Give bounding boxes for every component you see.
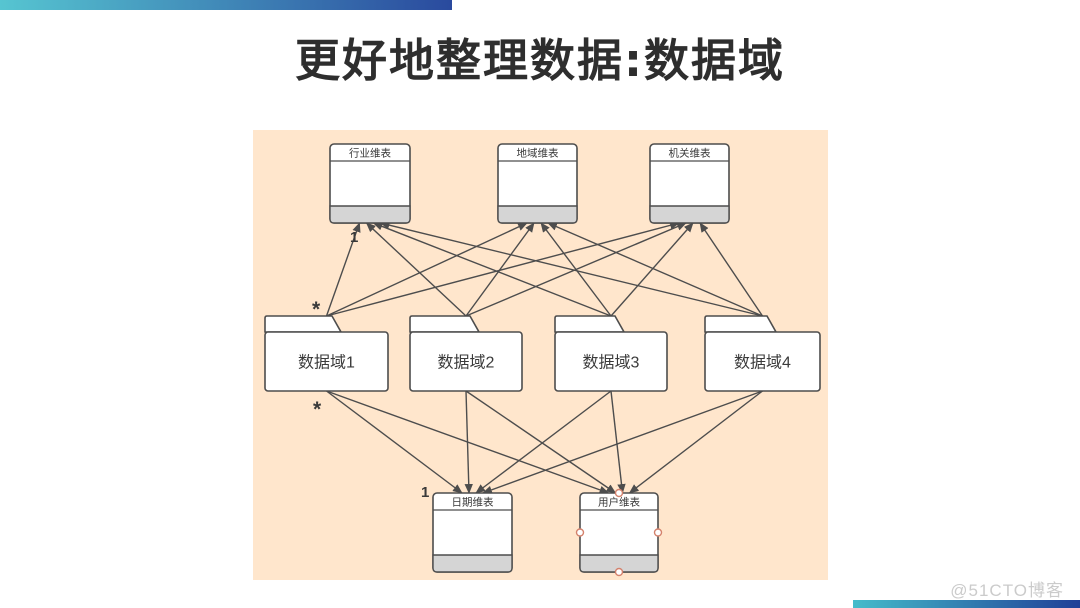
edge-domain1-to-org-dim — [326, 221, 680, 317]
folder-tab — [264, 315, 343, 333]
node-date-dim: 日期维表 — [432, 492, 513, 573]
folder-body — [704, 331, 821, 392]
node-user-dim: 用户维表 — [579, 492, 659, 573]
node-domain1: 数据域1 — [264, 315, 389, 392]
folder-label: 数据域2 — [438, 354, 495, 372]
connection-handle — [575, 528, 585, 537]
folder-tab — [409, 315, 481, 333]
table-footer — [329, 205, 411, 224]
node-domain3: 数据域3 — [554, 315, 668, 392]
edge-domain2-to-region-dim — [465, 222, 535, 317]
node-domain4: 数据域4 — [704, 315, 821, 392]
edge-domain2-to-user-dim — [465, 390, 617, 494]
folder-label: 数据域3 — [583, 354, 640, 372]
table-label: 地域维表 — [517, 147, 559, 160]
table-footer — [497, 205, 578, 224]
connection-handle — [653, 528, 663, 537]
folder-body — [264, 331, 389, 392]
edge-domain1-to-region-dim — [326, 222, 528, 317]
multiplicity-label: * — [312, 298, 321, 321]
folder-label: 数据域1 — [298, 354, 355, 372]
watermark: @51CTO博客 — [950, 581, 1064, 600]
edge-domain4-to-org-dim — [699, 222, 764, 317]
table-footer — [649, 205, 730, 224]
table-label: 用户维表 — [598, 496, 640, 509]
edge-domain1-to-date-dim — [326, 390, 463, 494]
connection-handle — [614, 567, 624, 577]
multiplicity-label: 1 — [421, 484, 429, 501]
table-footer — [579, 554, 659, 573]
bottom-accent-bar — [853, 600, 1080, 608]
edge-domain1-to-industry-dim — [325, 222, 361, 317]
diagram-canvas: 行业维表 地域维表 机关维表数据域1 数据域2 数据域3 数据域4 日期维表 用户维表 1 * * 1 — [253, 130, 828, 580]
connection-handle — [614, 488, 624, 498]
edge-domain4-to-date-dim — [482, 390, 763, 494]
node-industry-dim: 行业维表 — [329, 143, 411, 224]
node-domain2: 数据域2 — [409, 315, 523, 392]
table-label: 行业维表 — [349, 147, 391, 160]
slide-title: 更好地整理数据:数据域 — [295, 34, 785, 87]
table-label: 机关维表 — [669, 147, 711, 160]
multiplicity-label: * — [313, 398, 322, 421]
node-org-dim: 机关维表 — [649, 143, 730, 224]
edge-domain3-to-org-dim — [610, 222, 694, 317]
edge-domain4-to-industry-dim — [379, 221, 763, 317]
edge-domain3-to-user-dim — [610, 390, 626, 494]
edge-domain4-to-user-dim — [628, 390, 763, 494]
table-footer — [432, 554, 513, 573]
edge-domain3-to-industry-dim — [372, 222, 612, 317]
folder-body — [409, 331, 523, 392]
top-accent-bar — [0, 0, 452, 10]
edge-domain2-to-org-dim — [465, 222, 687, 317]
edge-domain2-to-industry-dim — [365, 222, 467, 317]
folder-label: 数据域4 — [734, 354, 791, 372]
table-label: 日期维表 — [452, 496, 494, 509]
edge-domain3-to-date-dim — [475, 390, 612, 494]
node-region-dim: 地域维表 — [497, 143, 578, 224]
folder-tab — [704, 315, 778, 333]
multiplicity-label: 1 — [350, 229, 358, 246]
edge-domain1-to-user-dim — [326, 390, 610, 494]
edge-domain4-to-region-dim — [547, 222, 763, 317]
folder-tab — [554, 315, 626, 333]
folder-body — [554, 331, 668, 392]
